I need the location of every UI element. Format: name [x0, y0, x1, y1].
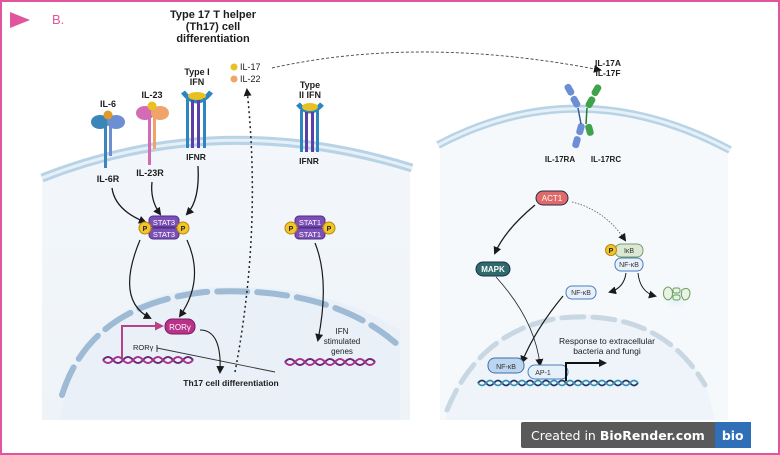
response-label: Response to extracellular bacteria and f…	[559, 336, 655, 356]
mapk-protein: MAPK	[475, 261, 511, 277]
rorgt-protein: RORγ	[164, 318, 196, 335]
phospho-icon	[322, 221, 336, 235]
phospho-icon	[284, 221, 298, 235]
il6-receptor: IL-6 IL-6R	[91, 99, 125, 184]
svg-text:Response to extracellular: Response to extracellular	[559, 336, 655, 346]
svg-text:Type 17 T helper: Type 17 T helper	[170, 9, 257, 21]
panel-label: B.	[52, 12, 64, 27]
svg-text:IL-17: IL-17	[240, 62, 261, 72]
dna-helix	[477, 379, 639, 387]
panel-marker-icon	[10, 12, 30, 28]
transcription-arrow	[565, 359, 607, 381]
nfkb-free: NF-κB	[565, 285, 597, 300]
il22-legend-dot-icon	[230, 75, 238, 83]
svg-text:IFNR: IFNR	[299, 156, 319, 166]
svg-text:(Th17) cell: (Th17) cell	[186, 21, 240, 33]
svg-text:AP-1: AP-1	[535, 370, 551, 377]
svg-text:NF-κB: NF-κB	[571, 290, 591, 297]
right-cell	[436, 104, 732, 421]
svg-text:STAT1: STAT1	[299, 230, 321, 239]
svg-text:P: P	[289, 226, 294, 233]
right-nucleus	[445, 313, 715, 420]
ikb-nfkb-complex: IκB P NF-κB	[605, 243, 644, 272]
svg-text:Type: Type	[300, 80, 320, 90]
type1-ifn-receptor: Type I IFN IFNR	[181, 67, 213, 162]
svg-text:P: P	[609, 248, 614, 255]
svg-text:STAT1: STAT1	[299, 218, 321, 227]
svg-text:differentiation: differentiation	[176, 33, 250, 45]
dna-helix	[102, 356, 194, 364]
th17-outcome-label: Th17 cell differentiation	[183, 378, 278, 388]
svg-text:IFN: IFN	[336, 327, 349, 336]
svg-text:IL-17F: IL-17F	[595, 68, 620, 78]
svg-text:ACT1: ACT1	[542, 194, 563, 203]
svg-text:Type I: Type I	[184, 67, 209, 77]
svg-text:RORγ: RORγ	[169, 323, 191, 332]
svg-text:MAPK: MAPK	[481, 265, 505, 274]
left-cell	[40, 135, 414, 421]
ifn-stimulated-genes-label: IFN stimulated genes	[324, 327, 360, 356]
svg-text:NF-κB: NF-κB	[496, 364, 516, 371]
left-title: Type 17 T helper (Th17) cell differentia…	[170, 9, 257, 45]
svg-text:stimulated: stimulated	[324, 337, 360, 346]
stat1-dimer: STAT1 STAT1 P P	[284, 215, 336, 240]
il17ra-receptor	[564, 83, 585, 149]
svg-text:P: P	[143, 226, 148, 233]
svg-text:STAT3: STAT3	[153, 230, 175, 239]
svg-text:IL-23R: IL-23R	[136, 168, 164, 178]
phospho-icon	[138, 221, 152, 235]
nfkb-ap1-complex: NF-κB AP-1	[487, 357, 569, 380]
watermark-text: Created in BioRender.com	[521, 422, 715, 448]
svg-text:IL-22: IL-22	[240, 74, 261, 84]
il17-ligand-label: IL-17A IL-17F	[595, 58, 621, 78]
phospho-icon	[605, 244, 617, 256]
svg-text:IκB: IκB	[624, 248, 634, 255]
svg-text:STAT3: STAT3	[153, 218, 175, 227]
cytokine-legend: IL-17 IL-22	[230, 62, 261, 84]
type2-ifn-receptor: Type II IFN IFNR	[296, 80, 324, 166]
svg-text:P: P	[181, 226, 186, 233]
il23-receptor: IL-23 IL-23R	[136, 90, 169, 178]
il17-legend-dot-icon	[230, 63, 238, 71]
svg-text:IFNR: IFNR	[186, 152, 206, 162]
svg-text:IL-6: IL-6	[100, 99, 116, 109]
svg-text:IL-23: IL-23	[141, 90, 162, 100]
svg-text:II IFN: II IFN	[299, 90, 321, 100]
act1-protein: ACT1	[535, 190, 569, 206]
svg-text:IL-17A: IL-17A	[595, 58, 621, 68]
il17rc-receptor	[585, 84, 602, 136]
svg-text:RORγ: RORγ	[133, 343, 154, 352]
svg-text:bacteria and fungi: bacteria and fungi	[573, 346, 641, 356]
il17-production-arrow	[234, 88, 254, 373]
svg-text:IL-17RC: IL-17RC	[591, 155, 621, 164]
dna-helix	[284, 358, 376, 366]
svg-text:NF-κB: NF-κB	[619, 262, 639, 269]
stat3-dimer: STAT3 STAT3 P P	[138, 215, 190, 240]
biorender-logo-icon: bio	[714, 422, 751, 448]
watermark-brand: BioRender.com	[599, 427, 705, 443]
svg-text:IFN: IFN	[190, 77, 205, 87]
degraded-ikb-icon	[658, 278, 694, 314]
svg-text:P: P	[327, 226, 332, 233]
svg-text:genes: genes	[331, 347, 353, 356]
secretion-arrow	[271, 51, 602, 73]
watermark-prefix: Created in	[531, 427, 596, 443]
left-nucleus	[60, 286, 400, 420]
biorender-watermark[interactable]: Created in BioRender.com bio	[521, 422, 751, 448]
phospho-icon	[176, 221, 190, 235]
svg-text:IL-6R: IL-6R	[97, 174, 120, 184]
svg-text:IL-17RA: IL-17RA	[545, 155, 575, 164]
